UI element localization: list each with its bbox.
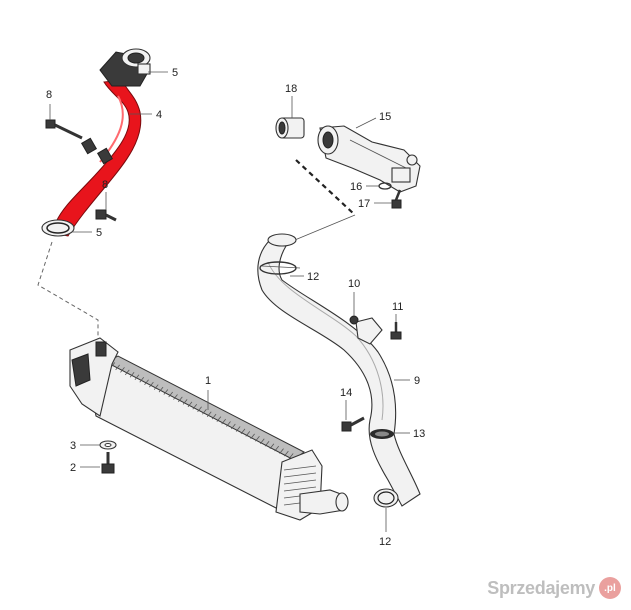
bolt-part-14 bbox=[341, 416, 365, 432]
inlet-pipe-part-15 bbox=[317, 125, 421, 193]
cooler-fin bbox=[168, 391, 173, 398]
callout-15: 15 bbox=[379, 111, 391, 123]
cooler-fin bbox=[182, 399, 188, 405]
cooler-fin bbox=[284, 450, 289, 457]
cooler-fin bbox=[158, 386, 164, 393]
coupling-part-18 bbox=[275, 117, 305, 139]
cooler-fin bbox=[235, 426, 241, 432]
tank-rib bbox=[283, 486, 317, 492]
cooler-fin bbox=[134, 374, 140, 381]
cooler-fin bbox=[250, 433, 255, 440]
dashed-route-right-tail bbox=[289, 214, 356, 243]
hose-9-body bbox=[257, 239, 421, 507]
cooler-fin bbox=[216, 416, 222, 422]
callout-12-lower: 12 bbox=[379, 536, 391, 548]
cooler-fin bbox=[163, 389, 169, 395]
callout-3: 3 bbox=[70, 440, 76, 452]
bolt-part-2 bbox=[101, 452, 115, 474]
cooler-fin bbox=[202, 408, 207, 415]
callout-5-lower: 5 bbox=[96, 227, 102, 239]
clamp-part-5-lower bbox=[41, 219, 75, 237]
cooler-fin bbox=[115, 364, 120, 371]
cooler-fin bbox=[139, 376, 145, 383]
cooler-fin bbox=[149, 381, 154, 388]
bolt-part-17 bbox=[391, 189, 402, 209]
washer-part-3 bbox=[99, 440, 117, 450]
cooler-fin bbox=[153, 384, 159, 390]
clamp-part-13 bbox=[370, 429, 394, 439]
cooler-fin bbox=[226, 421, 231, 427]
clamp-part-12-upper bbox=[259, 233, 301, 275]
cooler-fin bbox=[206, 411, 212, 417]
hose-bracket-clip-2 bbox=[96, 147, 114, 165]
cooler-fin bbox=[197, 406, 202, 413]
hose-9-shading bbox=[267, 261, 384, 421]
cooler-fin bbox=[245, 431, 251, 437]
bolt-part-11 bbox=[390, 322, 402, 340]
cooler-fin bbox=[144, 379, 149, 385]
cooler-fin bbox=[129, 372, 135, 378]
cooler-fin bbox=[264, 440, 270, 447]
cooler-fin bbox=[274, 445, 280, 452]
dashed-route-left bbox=[37, 241, 99, 345]
cooler-fin bbox=[211, 413, 217, 420]
cooler-fin bbox=[255, 436, 260, 442]
cooler-fin bbox=[231, 423, 236, 430]
callout-4: 4 bbox=[156, 109, 162, 121]
watermark-logo: Sprzedajemy .pl bbox=[487, 574, 621, 602]
red-hose-body bbox=[47, 79, 142, 237]
cooler-fin bbox=[187, 401, 193, 408]
cooler-fin bbox=[259, 438, 265, 445]
bolt-part-8-lower bbox=[95, 209, 117, 222]
cooler-fin bbox=[221, 418, 227, 425]
callout-5-upper: 5 bbox=[172, 67, 178, 79]
cooler-fin bbox=[177, 396, 183, 403]
intercooler-core bbox=[87, 359, 311, 511]
watermark-badge: .pl bbox=[599, 577, 621, 599]
dashed-route-right bbox=[295, 159, 356, 216]
cooler-fin bbox=[192, 404, 198, 410]
cooler-fin bbox=[124, 369, 130, 376]
callout-9: 9 bbox=[414, 375, 420, 387]
callout-numbers: 5 4 8 8 5 1 3 2 18 15 16 17 12 10 11 9 1… bbox=[46, 67, 425, 548]
callout-8-lower: 8 bbox=[102, 179, 108, 191]
callout-18: 18 bbox=[285, 83, 297, 95]
callout-1: 1 bbox=[205, 375, 211, 387]
cooler-fin bbox=[279, 448, 284, 454]
callout-16: 16 bbox=[350, 181, 362, 193]
cooler-fin bbox=[240, 428, 246, 435]
callout-2: 2 bbox=[70, 462, 76, 474]
hose-9-bracket bbox=[355, 317, 383, 345]
callout-17: 17 bbox=[358, 198, 370, 210]
hose-bracket-clip bbox=[80, 137, 98, 155]
callout-10: 10 bbox=[348, 278, 360, 290]
tank-rib bbox=[283, 465, 317, 471]
hose-part-9 bbox=[257, 239, 421, 508]
cooler-fin bbox=[269, 443, 275, 449]
nut-part-10 bbox=[349, 315, 359, 325]
intercooler-part-1 bbox=[69, 337, 349, 521]
tank-rib bbox=[283, 479, 317, 485]
cooler-fin bbox=[173, 394, 178, 400]
callout-13: 13 bbox=[413, 428, 425, 440]
clamp-part-5-upper bbox=[99, 48, 151, 87]
watermark-text: Sprzedajemy bbox=[487, 577, 595, 598]
callout-12-upper: 12 bbox=[307, 271, 319, 283]
callout-8-upper: 8 bbox=[46, 89, 52, 101]
tank-rib bbox=[283, 472, 317, 478]
leader-lines bbox=[49, 71, 410, 532]
cooler-fin bbox=[120, 367, 125, 373]
callout-11: 11 bbox=[392, 301, 403, 313]
bolt-part-8-upper bbox=[45, 119, 83, 140]
callout-14: 14 bbox=[340, 387, 352, 399]
hose-part-4-highlighted bbox=[47, 79, 142, 237]
cooler-fin bbox=[288, 453, 294, 459]
